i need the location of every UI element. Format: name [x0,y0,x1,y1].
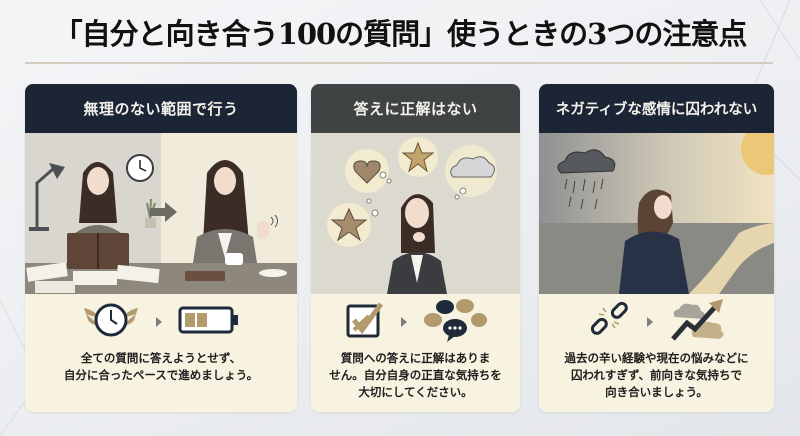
broken-chain-icon [587,298,631,346]
arrow-right-icon [400,317,407,327]
card-description: 過去の辛い経験や現在の悩みなどに 囚われすぎず、前向きな気持ちで 向き合いましょ… [564,351,749,399]
half-battery-icon [178,305,240,339]
icon-row [311,294,520,350]
page-title: 「自分と向き合う100の質問」使うときの3つの注意点 [53,17,748,51]
card-description: 質問への答えに正解はありま せん。自分自身の正直な気持ちを 大切にしてください。 [329,351,502,399]
card-heading: ネガティブな感情に囚われない [539,84,774,133]
rising-arrow-icon [669,297,727,347]
card-description: 全ての質問に答えようとせず、 自分に合ったペースで進めましょう。 [63,351,259,382]
card-heading: 答えに正解はない [311,84,520,133]
tip-card-1: 無理のない範囲で行う [25,84,297,412]
arrow-right-icon [646,317,653,327]
checkbox-icon [345,300,385,344]
tip-card-3: ネガティブな感情に囚われない [539,84,774,412]
arrow-right-icon [156,317,162,327]
tip-card-2: 答えに正解はない [311,84,520,412]
illustration-thinking-woman [311,133,520,294]
card-heading: 無理のない範囲で行う [25,84,297,133]
icon-row [539,294,774,350]
winged-clock-icon [82,300,140,344]
icon-row [25,294,297,350]
illustration-rain-to-sun [539,133,774,294]
illustration-overwork-vs-rest [25,133,297,294]
title-divider [25,62,773,64]
speech-bubbles-icon [423,298,487,346]
